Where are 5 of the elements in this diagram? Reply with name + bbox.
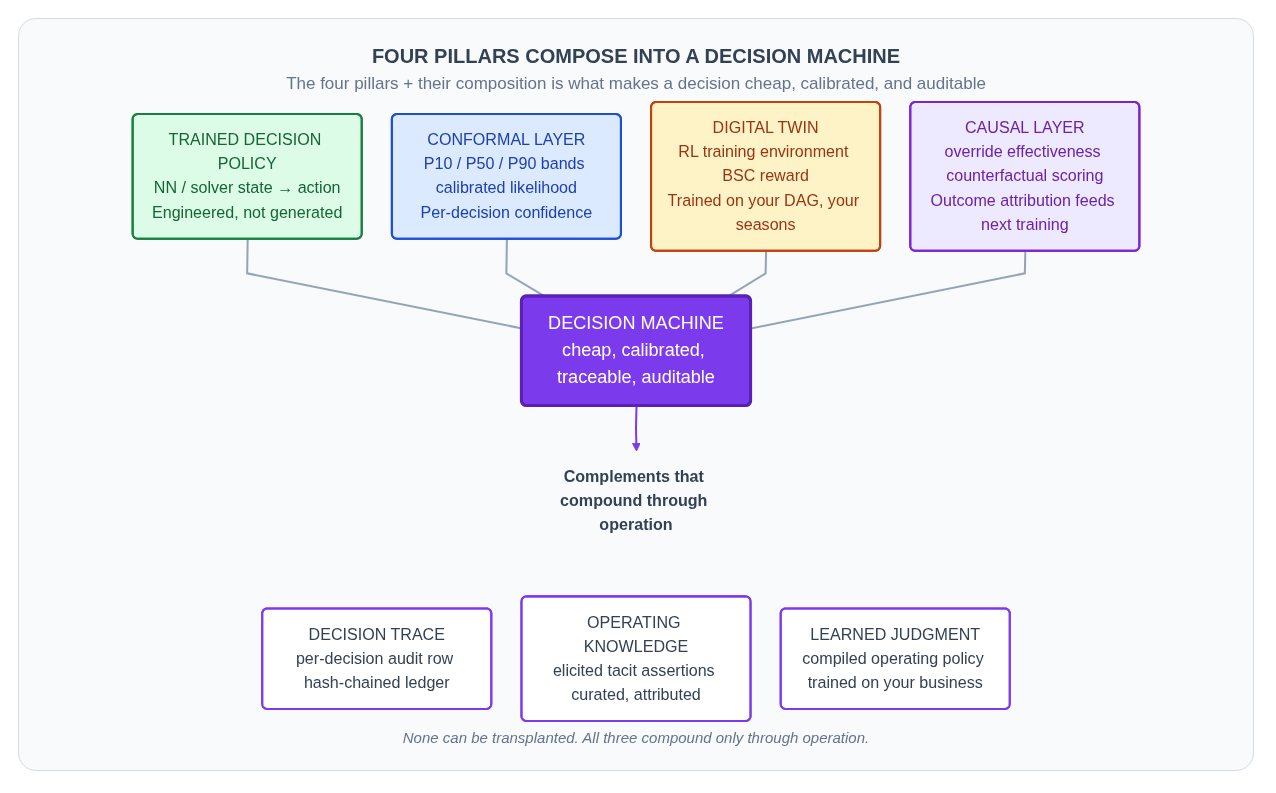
node-text: Complements that compound through operation bbox=[560, 467, 708, 534]
subtitle: The four pillars + their composition is what makes a decision cheap, calibrated, and auditable bbox=[286, 74, 986, 94]
arrow bbox=[631, 405, 641, 452]
diagram-title: FOUR PILLARS COMPOSE INTO A DECISION MACHINE bbox=[371, 45, 901, 68]
caption: None can be transplanted. All three compound only through operation. bbox=[402, 729, 870, 746]
